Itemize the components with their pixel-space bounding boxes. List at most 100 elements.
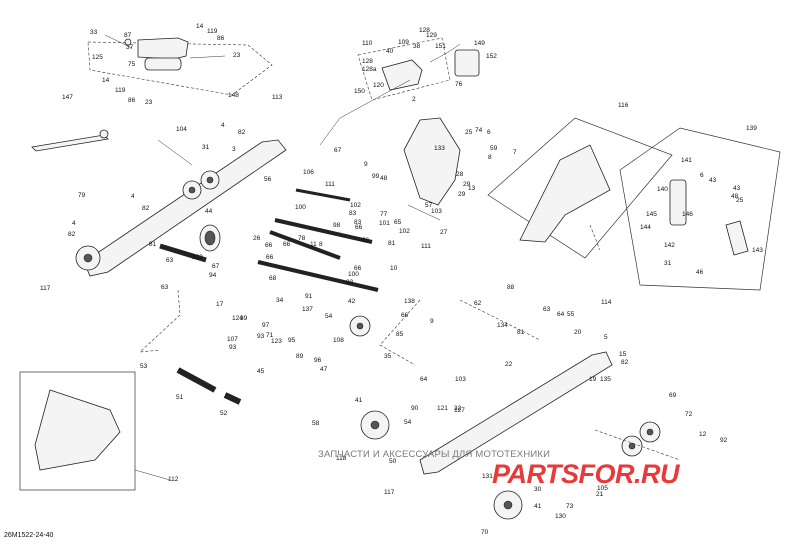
callout-128b: 128 — [419, 27, 430, 34]
callout-43b: 43 — [733, 185, 741, 192]
callout-105: 105 — [597, 485, 608, 492]
callout-103b: 103 — [455, 376, 466, 383]
callout-5: 5 — [604, 334, 608, 341]
callout-23b: 23 — [145, 99, 153, 106]
callout-82d: 82 — [621, 359, 629, 366]
callout-51: 51 — [176, 394, 184, 401]
callout-52: 52 — [220, 410, 228, 417]
callout-58: 58 — [312, 420, 320, 427]
callout-13: 13 — [468, 185, 476, 192]
callout-129: 129 — [426, 32, 437, 39]
callout-150: 150 — [354, 88, 365, 95]
callout-8b: 8 — [319, 241, 323, 248]
callout-9b: 9 — [430, 318, 434, 325]
callout-3: 3 — [232, 146, 236, 153]
callout-78: 78 — [298, 235, 306, 242]
callout-93: 93 — [257, 333, 265, 340]
callout-66c: 66 — [283, 241, 291, 248]
callout-67: 67 — [334, 147, 342, 154]
callout-71: 71 — [266, 332, 274, 339]
callout-73: 73 — [566, 503, 574, 510]
callout-48: 48 — [380, 175, 388, 182]
callout-25: 25 — [465, 129, 473, 136]
callout-114: 114 — [601, 299, 612, 306]
callout-64a: 64 — [557, 311, 565, 318]
callout-118: 118 — [336, 455, 347, 462]
callout-26: 26 — [253, 235, 261, 242]
callout-68: 68 — [269, 275, 277, 282]
callout-81b: 81 — [149, 241, 157, 248]
callout-111b: 111 — [421, 243, 431, 250]
callout-45: 45 — [257, 368, 265, 375]
callout-23a: 23 — [233, 52, 241, 59]
callout-65: 65 — [394, 219, 402, 226]
leader-lines — [139, 224, 601, 366]
callout-152: 152 — [486, 53, 497, 60]
callout-4a: 4 — [221, 122, 225, 129]
callout-81a: 81 — [388, 240, 396, 247]
callout-141: 141 — [681, 157, 692, 164]
callout-93b: 93 — [229, 344, 237, 351]
callout-54b: 54 — [404, 419, 412, 426]
callout-119b: 119 — [115, 87, 126, 94]
callout-34: 34 — [276, 297, 284, 304]
callout-83a: 83 — [349, 210, 357, 217]
callout-7: 7 — [513, 149, 517, 156]
callout-74: 74 — [475, 127, 483, 134]
callout-106: 106 — [303, 169, 314, 176]
callout-66f: 66 — [354, 265, 362, 272]
callout-134: 134 — [497, 322, 508, 329]
callout-85: 85 — [396, 331, 404, 338]
callout-38: 38 — [413, 43, 421, 50]
callout-144: 144 — [640, 224, 651, 231]
callout-79: 79 — [78, 192, 86, 199]
callout-63b: 63 — [161, 284, 169, 291]
callout-89: 89 — [296, 353, 304, 360]
front-arm-133 — [403, 117, 461, 221]
callout-128c: 128a — [362, 66, 377, 73]
watermark-text: ЗАПЧАСТИ И АКСЕССУАРЫ ДЛЯ МОТОТЕХНИКИ — [318, 449, 551, 460]
callout-76: 76 — [455, 81, 463, 88]
callout-95: 95 — [288, 337, 296, 344]
callout-143: 143 — [752, 247, 763, 254]
rod-147 — [31, 129, 109, 152]
bracket-assembly-110 — [319, 37, 480, 146]
callout-117a: 117 — [40, 285, 51, 292]
callout-42: 42 — [348, 298, 356, 305]
callout-97: 97 — [262, 322, 270, 329]
callout-149: 149 — [474, 40, 485, 47]
callout-131: 131 — [482, 473, 493, 480]
callout-124: 124 — [232, 315, 243, 322]
callout-90: 90 — [411, 405, 419, 412]
callout-54: 54 — [325, 313, 333, 320]
callout-31a: 31 — [202, 144, 210, 151]
callout-147: 147 — [62, 94, 73, 101]
callout-57: 57 — [425, 202, 433, 209]
callout-140: 140 — [657, 186, 668, 193]
inset-box-112 — [19, 371, 171, 491]
callout-40: 40 — [386, 48, 394, 55]
callout-86a: 86 — [217, 35, 225, 42]
callout-102b: 102 — [399, 228, 410, 235]
callout-127: 127 — [454, 407, 465, 414]
callout-63c: 63 — [543, 306, 551, 313]
callout-64b: 64 — [420, 376, 428, 383]
callout-72: 72 — [685, 411, 693, 418]
callout-94: 94 — [209, 272, 217, 279]
callout-146: 146 — [682, 211, 693, 218]
callout-20: 20 — [574, 329, 582, 336]
callout-22: 22 — [505, 361, 513, 368]
callout-35: 35 — [384, 353, 392, 360]
callout-91: 91 — [305, 293, 313, 300]
callout-44: 44 — [205, 208, 213, 215]
callout-63a: 63 — [166, 257, 174, 264]
right-rail — [419, 299, 681, 475]
callout-145: 145 — [646, 211, 657, 218]
callout-14b: 14 — [102, 77, 110, 84]
callout-138: 138 — [404, 298, 415, 305]
shock-assembly-148 — [87, 34, 273, 96]
detail-box-139 — [619, 127, 781, 291]
callout-55: 55 — [567, 311, 575, 318]
callout-2: 2 — [412, 96, 416, 103]
callout-151: 151 — [435, 43, 446, 50]
